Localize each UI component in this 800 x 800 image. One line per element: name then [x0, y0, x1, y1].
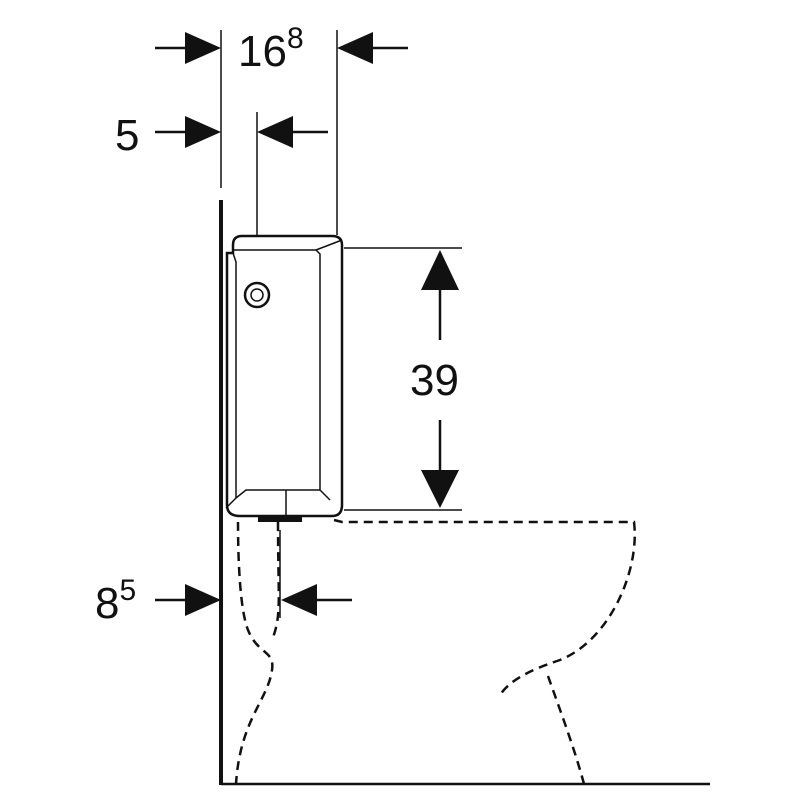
dimension-label-top-width: 168	[238, 22, 304, 76]
dimension-top-width-sup: 8	[287, 22, 304, 55]
cistern-tank	[225, 234, 344, 522]
dimension-arrows-height	[421, 250, 459, 508]
toilet-bowl-outline	[234, 518, 636, 785]
dimension-arrows-top	[155, 32, 408, 64]
dimension-label-offset: 5	[115, 111, 139, 160]
dimension-arrows-offset	[155, 116, 328, 148]
dimension-label-height: 39	[410, 356, 459, 405]
dimension-arrows-bottom	[155, 584, 352, 616]
dimension-label-bottom-offset: 85	[95, 574, 136, 628]
dimension-bottom-offset-sup: 5	[119, 574, 136, 607]
dimension-bottom-offset-main: 8	[95, 579, 119, 628]
flush-button-icon	[243, 281, 271, 309]
dimension-top-width-main: 16	[238, 27, 287, 76]
